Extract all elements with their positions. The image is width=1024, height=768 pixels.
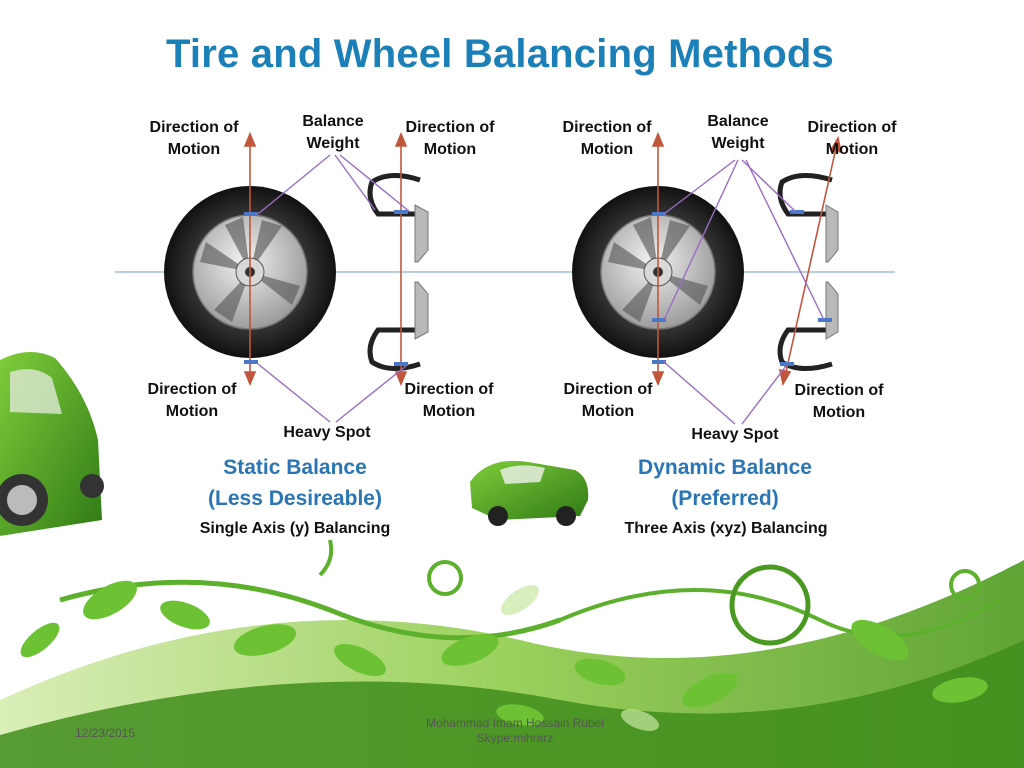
dynamic-heavy-spot-label: Heavy Spot bbox=[691, 426, 779, 443]
static-balance-weight-label: Balance Weight bbox=[302, 113, 364, 152]
dynamic-motion-arrows bbox=[651, 131, 843, 387]
static-heavy-spot-label: Heavy Spot bbox=[283, 424, 371, 441]
dynamic-pointer-lines bbox=[663, 159, 825, 425]
dynamic-balance-qualifier: (Preferred) bbox=[671, 487, 779, 510]
dynamic-balance-subtitle: Three Axis (xyz) Balancing bbox=[624, 520, 828, 537]
decorative-vine-border bbox=[0, 539, 1024, 768]
dynamic-balance-heading: Dynamic Balance bbox=[638, 456, 812, 479]
dynamic-dir-top-right-label: Direction of Motion bbox=[807, 119, 897, 158]
static-balance-subtitle: Single Axis (y) Balancing bbox=[199, 520, 391, 537]
dynamic-rim-cross-section bbox=[825, 204, 839, 340]
static-dir-top-left-label: Direction of Motion bbox=[149, 119, 239, 158]
dynamic-dir-bottom-right-label: Direction of Motion bbox=[794, 382, 884, 421]
green-car-center-image bbox=[470, 460, 589, 526]
static-dir-top-right-label: Direction of Motion bbox=[405, 119, 495, 158]
static-dir-bottom-left-label: Direction of Motion bbox=[147, 381, 237, 420]
footer-contact: Skype:mihrarz bbox=[476, 731, 554, 745]
green-car-side-image bbox=[0, 351, 104, 536]
slide-title: Tire and Wheel Balancing Methods bbox=[166, 32, 834, 76]
static-balance-qualifier: (Less Desireable) bbox=[208, 487, 382, 510]
dynamic-dir-top-left-label: Direction of Motion bbox=[562, 119, 652, 158]
static-pointer-lines bbox=[257, 154, 411, 423]
dynamic-tire-cross-section bbox=[777, 173, 833, 371]
footer-author: Mohammad Imam Hossain Rubel bbox=[425, 716, 605, 730]
static-dir-bottom-right-label: Direction of Motion bbox=[404, 381, 494, 420]
footer-date: 12/23/2015 bbox=[74, 726, 136, 740]
dynamic-balance-weight-label: Balance Weight bbox=[707, 113, 769, 152]
static-motion-arrows bbox=[243, 131, 408, 387]
dynamic-weight-markers bbox=[652, 210, 832, 366]
static-rim-cross-section bbox=[414, 204, 429, 340]
dynamic-dir-bottom-left-label: Direction of Motion bbox=[563, 381, 653, 420]
static-weight-markers bbox=[244, 210, 408, 366]
static-balance-heading: Static Balance bbox=[223, 456, 367, 479]
